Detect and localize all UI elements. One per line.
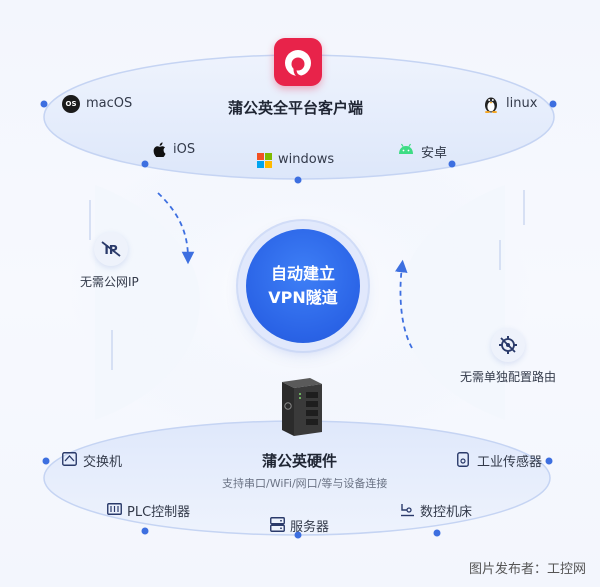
platform-ios-label: iOS xyxy=(173,142,196,157)
right-side-panel xyxy=(400,185,505,420)
device-switch-label: 交换机 xyxy=(83,455,123,470)
auto-vpn-tunnel-circle: 自动建立 VPN隧道 xyxy=(246,229,360,343)
server-icon xyxy=(269,516,285,532)
no-route-gear-icon xyxy=(499,336,517,354)
windows-icon xyxy=(256,152,272,168)
dot xyxy=(40,100,48,108)
dot xyxy=(42,457,50,465)
switch-icon xyxy=(61,451,77,467)
dot xyxy=(545,457,553,465)
pgy-app-logo xyxy=(274,38,322,86)
apple-icon xyxy=(152,141,166,157)
publisher-watermark: 图片发布者：工控网 xyxy=(468,562,586,577)
hardware-subtitle: 支持串口/WiFi/网口/等与设备连接 xyxy=(222,477,388,490)
plc-icon xyxy=(106,502,122,516)
no-route-config-label: 无需单独配置路由 xyxy=(460,370,557,384)
up-arrow-dashed xyxy=(395,259,413,349)
macos-icon: OS xyxy=(62,95,80,113)
no-public-ip-badge: IP xyxy=(94,232,128,266)
dandelion-logo-icon xyxy=(285,50,311,79)
platform-linux-label: linux xyxy=(506,96,538,111)
dot xyxy=(549,100,557,108)
platform-android-label: 安卓 xyxy=(421,146,448,161)
dot xyxy=(294,176,302,184)
sensor-icon xyxy=(456,451,470,467)
no-public-ip-icon: IP xyxy=(101,241,121,257)
center-text-line2: VPN隧道 xyxy=(268,288,338,307)
dot xyxy=(448,160,456,168)
linux-penguin-icon xyxy=(482,95,500,113)
router-hardware-icon xyxy=(282,378,322,436)
hardware-title: 蒲公英硬件 xyxy=(262,452,338,470)
macos-badge-text: OS xyxy=(65,100,77,108)
no-public-ip-label: 无需公网IP xyxy=(80,275,139,289)
dot xyxy=(141,527,149,535)
no-route-config-badge xyxy=(491,328,525,362)
device-server-label: 服务器 xyxy=(290,520,330,535)
client-platform-title: 蒲公英全平台客户端 xyxy=(228,99,364,117)
android-icon xyxy=(398,142,414,156)
platform-windows-label: windows xyxy=(278,152,335,167)
cnc-machine-icon xyxy=(399,501,415,517)
pgy-router-device xyxy=(276,376,326,438)
platform-macos-label: macOS xyxy=(86,96,133,111)
down-arrow-dashed xyxy=(157,192,195,265)
dot xyxy=(141,160,149,168)
device-plc-label: PLC控制器 xyxy=(127,505,191,520)
center-text-line1: 自动建立 xyxy=(270,264,335,283)
device-sensor-label: 工业传感器 xyxy=(477,455,543,470)
dot xyxy=(294,531,302,539)
dot xyxy=(433,529,441,537)
device-cnc-label: 数控机床 xyxy=(420,505,473,520)
